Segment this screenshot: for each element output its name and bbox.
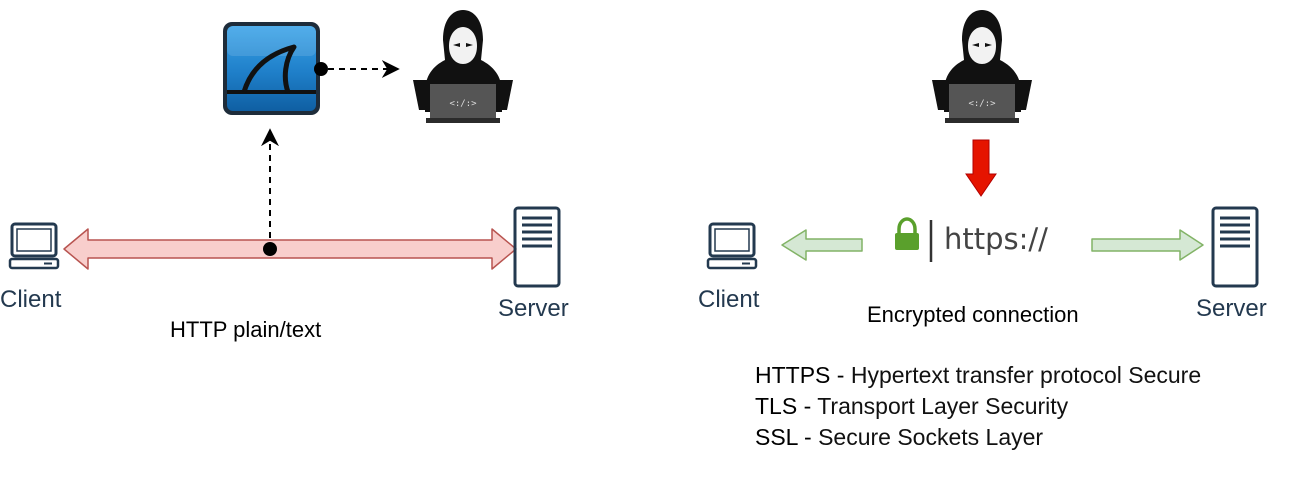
client-label-right: Client xyxy=(698,286,760,313)
server-tower-icon xyxy=(513,206,561,288)
plain-http-double-arrow xyxy=(63,228,517,270)
protocol-legend: HTTPS - Hypertext transfer protocol Secu… xyxy=(755,360,1201,453)
hacker-screen-text-right: <:/:> xyxy=(968,99,996,109)
hacker-screen-text: <:/:> xyxy=(449,99,477,109)
laptop-computer-icon-right xyxy=(706,222,758,270)
wireshark-shark-fin-icon xyxy=(223,22,320,115)
hooded-hacker-icon: <:/:> xyxy=(413,10,513,123)
server-tower-icon-right xyxy=(1211,206,1259,288)
legend-meaning: Hypertext transfer protocol Secure xyxy=(850,362,1202,388)
legend-row-tls: TLS - Transport Layer Security xyxy=(755,391,1201,422)
laptop-computer-icon xyxy=(8,222,60,270)
wiretap-point xyxy=(263,242,277,256)
url-text: https:// xyxy=(944,222,1048,256)
padlock-icon xyxy=(895,217,919,250)
legend-sep: - xyxy=(797,393,818,419)
legend-sep: - xyxy=(830,362,851,388)
legend-row-https: HTTPS - Hypertext transfer protocol Secu… xyxy=(755,360,1201,391)
client-label: Client xyxy=(0,286,62,313)
tap-to-sniffer-arrow xyxy=(261,128,279,256)
secure-arrow-to-client xyxy=(781,229,863,261)
legend-meaning: Transport Layer Security xyxy=(817,393,1069,419)
legend-meaning: Secure Sockets Layer xyxy=(818,424,1044,450)
legend-sep: - xyxy=(797,424,819,450)
server-label-right: Server xyxy=(1196,295,1267,322)
legend-abbr: HTTPS xyxy=(755,362,831,388)
server-label: Server xyxy=(498,295,569,322)
legend-row-ssl: SSL - Secure Sockets Layer xyxy=(755,422,1201,453)
sniffer-to-attacker-arrow xyxy=(314,60,400,78)
http-caption: HTTP plain/text xyxy=(170,317,322,342)
hooded-hacker-icon-right: <:/:> xyxy=(932,10,1032,123)
encrypted-caption: Encrypted connection xyxy=(867,302,1079,327)
secure-arrow-to-server xyxy=(1091,229,1204,261)
blocked-down-arrow xyxy=(965,139,997,197)
legend-abbr: TLS xyxy=(755,393,798,419)
legend-abbr: SSL xyxy=(755,424,798,450)
